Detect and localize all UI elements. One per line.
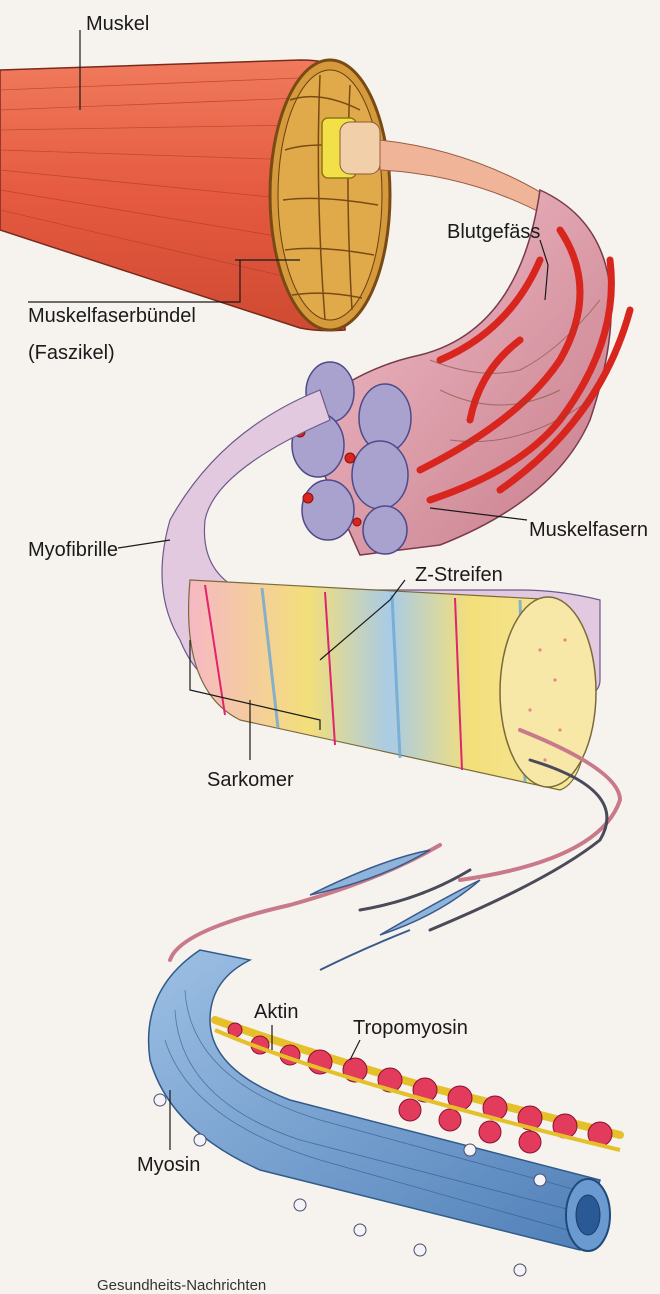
label-sarkomer: Sarkomer bbox=[207, 770, 294, 790]
thick-filaments bbox=[310, 850, 480, 970]
label-tropomyosin: Tropomyosin bbox=[353, 1018, 468, 1038]
label-muskelfaserbuendel: Muskelfaserbündel bbox=[28, 306, 196, 326]
label-faszikel: (Faszikel) bbox=[28, 343, 115, 363]
label-muskelfasern: Muskelfasern bbox=[529, 520, 648, 540]
footer-source: Gesundheits-Nachrichten bbox=[97, 1278, 266, 1293]
label-myofibrille: Myofibrille bbox=[28, 540, 118, 560]
label-myosin: Myosin bbox=[137, 1155, 200, 1175]
label-blutgefaess: Blutgefäss bbox=[447, 222, 540, 242]
label-z-streifen: Z-Streifen bbox=[415, 565, 503, 585]
muscle bbox=[0, 60, 545, 331]
label-aktin: Aktin bbox=[254, 1002, 298, 1022]
label-muskel: Muskel bbox=[86, 14, 149, 34]
